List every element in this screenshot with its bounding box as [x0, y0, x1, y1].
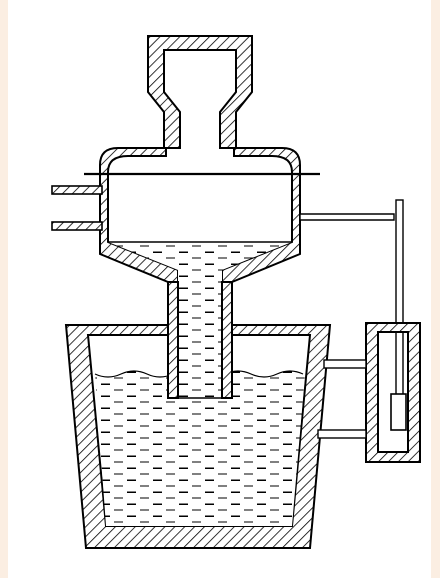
vacuum-port-upper [51, 185, 103, 195]
degassing-apparatus-diagram [51, 35, 421, 549]
chamber-shell [99, 147, 301, 297]
gauge-vessel [365, 322, 421, 463]
ladle [64, 324, 332, 549]
gauge-pipe-upper [323, 359, 367, 369]
chamber-liquid [108, 242, 292, 380]
gauge-pipe-lower [317, 429, 367, 439]
vacuum-chamber [51, 35, 320, 399]
vacuum-port-lower [51, 221, 103, 231]
connecting-rod [299, 213, 395, 221]
ladle-liquid [95, 371, 305, 526]
chamber-top-neck [147, 35, 253, 149]
diagram-canvas [8, 0, 431, 578]
gauge-pointer-rod [395, 199, 404, 401]
level-gauge [299, 199, 421, 463]
gauge-float [390, 393, 407, 431]
